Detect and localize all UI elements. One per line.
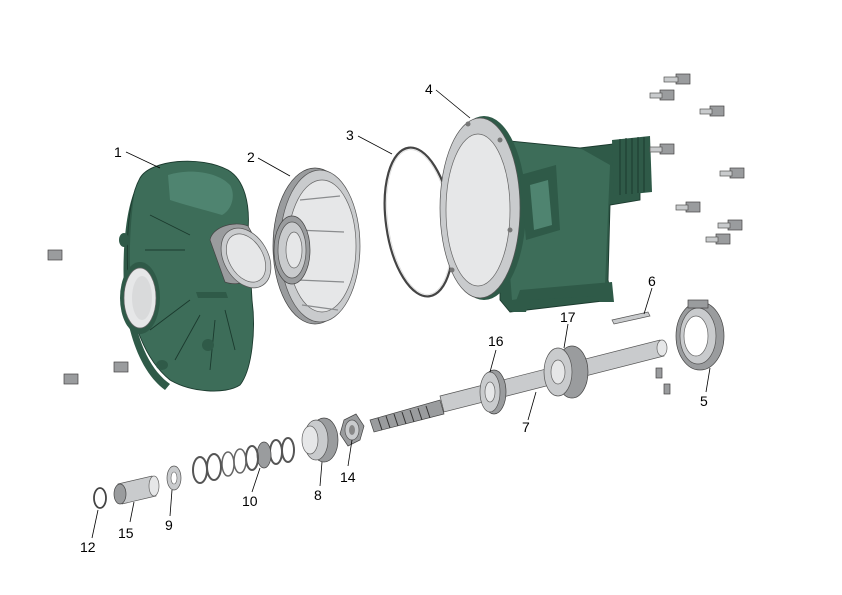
part-12-circlip [93,487,107,509]
part-9-washer [166,465,182,491]
part-15-bushing [113,475,160,505]
part-17-bearing [543,345,589,399]
bolt [699,105,725,117]
bolt [649,89,675,101]
part-labels: 1 2 3 4 6 5 7 17 16 14 8 10 9 15 12 [80,81,708,555]
bolt-set [649,73,745,245]
label-16: 16 [488,333,504,349]
bolt [649,143,675,155]
bolt [705,233,731,245]
part-14-nut [339,413,365,447]
label-5: 5 [700,393,708,409]
part-1-pump-casing [119,160,272,392]
part-6-key [611,311,651,325]
label-12: 12 [80,539,96,555]
label-2: 2 [247,149,255,165]
label-14: 14 [340,469,356,485]
part-8-shaft-sleeve [301,417,339,463]
label-10: 10 [242,493,258,509]
bolt [675,201,701,213]
part-5-clamp-ring [675,299,725,371]
bolt [663,73,691,85]
drain-plugs [47,249,671,395]
label-7: 7 [522,419,530,435]
label-4: 4 [425,81,433,97]
bolt [717,219,743,231]
bolt [719,167,745,179]
part-7-shaft [369,339,668,433]
label-6: 6 [648,273,656,289]
part-2-impeller-backplate [272,167,361,325]
label-3: 3 [346,127,354,143]
label-8: 8 [314,487,322,503]
label-9: 9 [165,517,173,533]
leader-lines [91,89,711,539]
label-1: 1 [114,144,122,160]
part-4-bracket-housing [439,116,652,313]
part-10-mechanical-seal [192,437,295,484]
part-16-bearing [479,369,507,415]
label-17: 17 [560,309,576,325]
label-15: 15 [118,525,134,541]
